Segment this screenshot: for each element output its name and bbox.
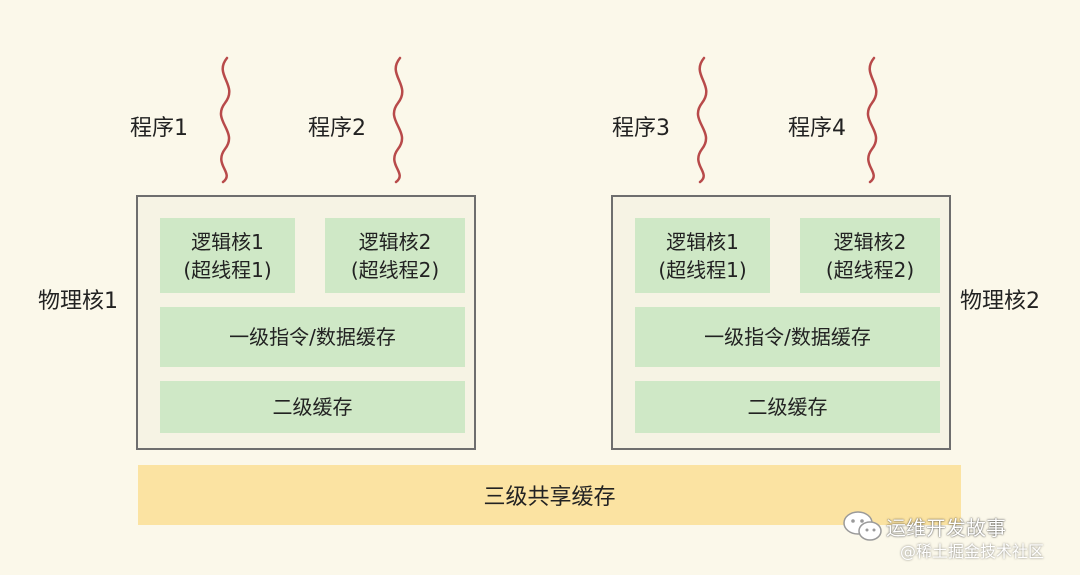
l2-cache: 二级缓存 (160, 381, 465, 433)
physical-core-1: 逻辑核1 (超线程1) 逻辑核2 (超线程2) 一级指令/数据缓存 二级缓存 (136, 195, 476, 450)
logical-core-1: 逻辑核1 (超线程1) (635, 218, 770, 293)
wechat-icon (843, 511, 882, 541)
l1-cache-label: 一级指令/数据缓存 (229, 325, 396, 349)
thread-wave-2 (392, 56, 404, 184)
l2-cache-label: 二级缓存 (747, 395, 828, 419)
l2-cache-label: 二级缓存 (272, 395, 353, 419)
hyperthread-label: (超线程2) (825, 257, 915, 282)
logical-core-name: 逻辑核1 (666, 229, 739, 254)
logical-core-name: 逻辑核2 (358, 229, 432, 254)
l1-cache: 一级指令/数据缓存 (160, 307, 465, 367)
physical-core-2: 逻辑核1 (超线程1) 逻辑核2 (超线程2) 一级指令/数据缓存 二级缓存 (611, 195, 951, 450)
program-label-2: 程序2 (308, 116, 366, 141)
physical-core-label-2: 物理核2 (960, 289, 1040, 314)
l3-cache-label: 三级共享缓存 (483, 485, 616, 510)
l3-shared-cache: 三级共享缓存 (138, 465, 961, 525)
l1-cache-label: 一级指令/数据缓存 (704, 325, 871, 349)
watermark-title: 运维开发故事 (886, 516, 1006, 540)
thread-wave-3 (696, 56, 708, 184)
logical-core-1: 逻辑核1 (超线程1) (160, 218, 295, 293)
thread-wave-4 (866, 56, 878, 184)
logical-core-name: 逻辑核2 (833, 229, 907, 254)
program-label-1: 程序1 (130, 116, 188, 141)
l2-cache: 二级缓存 (635, 381, 940, 433)
program-label-3: 程序3 (612, 116, 670, 141)
physical-core-label-1: 物理核1 (38, 289, 118, 314)
watermark-subtitle: @稀土掘金技术社区 (900, 542, 1045, 561)
logical-core-2: 逻辑核2 (超线程2) (800, 218, 940, 293)
hyperthread-label: (超线程1) (183, 257, 272, 282)
logical-core-2: 逻辑核2 (超线程2) (325, 218, 465, 293)
program-label-4: 程序4 (788, 116, 846, 141)
l1-cache: 一级指令/数据缓存 (635, 307, 940, 367)
hyperthread-label: (超线程1) (658, 257, 747, 282)
hyperthread-label: (超线程2) (350, 257, 440, 282)
logical-core-name: 逻辑核1 (191, 229, 264, 254)
thread-wave-1 (219, 56, 231, 184)
